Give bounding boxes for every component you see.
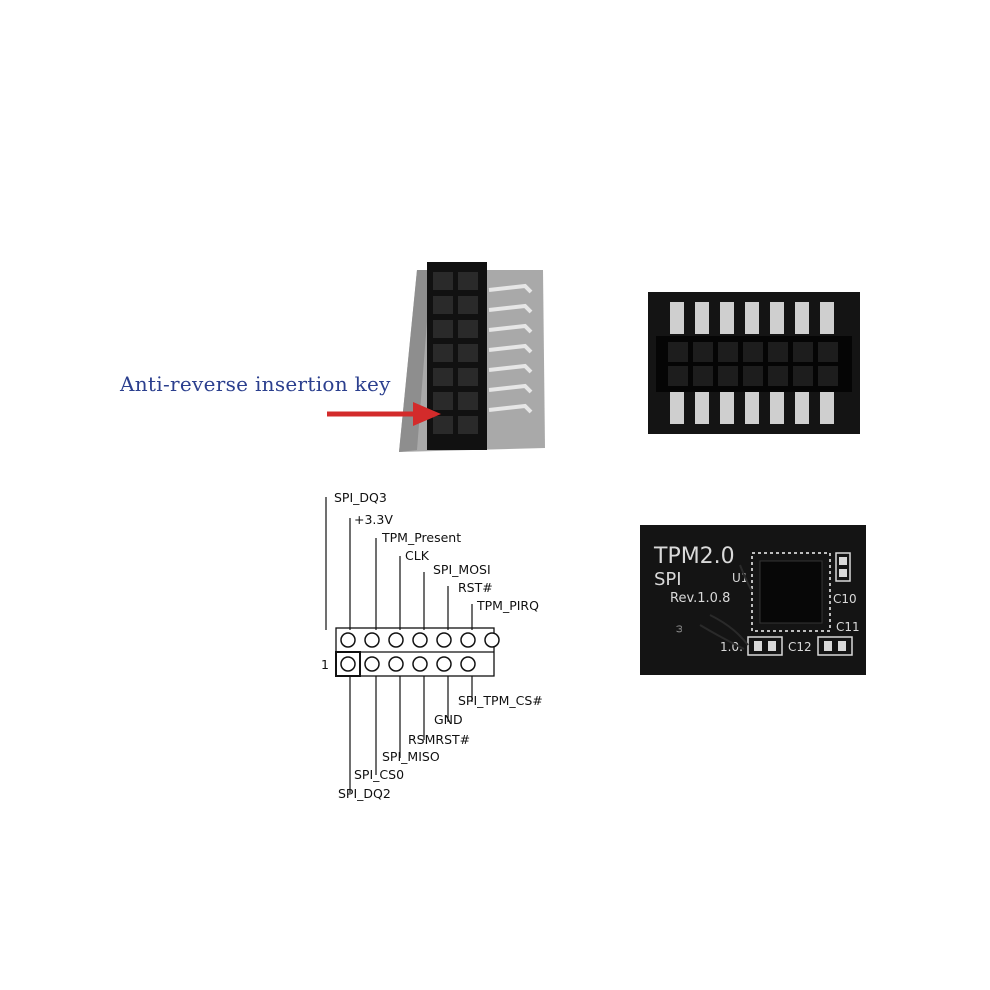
- pcb-footer-text: 1.0.: [720, 640, 743, 654]
- pin-label-bottom-6: SPI_TPM_CS#: [458, 693, 543, 708]
- pin-label-top-6: RST#: [458, 580, 493, 595]
- pinout-diagram: [325, 497, 500, 793]
- connector-angled-photo: [399, 262, 545, 452]
- pcb-revision: Rev.1.0.8: [670, 591, 730, 606]
- pcb-component-c11: C11: [836, 620, 860, 634]
- pin-label-top-7: TPM_PIRQ: [477, 598, 539, 613]
- connector-top-view-photo: [648, 292, 860, 434]
- red-arrow-icon: [327, 402, 441, 426]
- pcb-subtitle: SPI: [654, 569, 682, 590]
- pin-label-top-4: CLK: [405, 548, 429, 563]
- pin-label-top-1: SPI_DQ3: [334, 490, 387, 505]
- pin-label-bottom-5: GND: [434, 712, 463, 727]
- tpm-pcb-board-photo: TPM2.0 SPI Rev.1.0.8 U1 C10 C11 C12 1.0.…: [640, 525, 866, 675]
- pin-label-top-5: SPI_MOSI: [433, 562, 491, 577]
- pin-label-bottom-2: SPI_CS0: [354, 767, 405, 782]
- pin-label-top-2: +3.3V: [354, 512, 393, 527]
- pcb-component-c10: C10: [833, 592, 857, 606]
- pin-label-bottom-1: SPI_DQ2: [338, 786, 391, 801]
- pin1-marker: 1: [321, 657, 329, 672]
- pcb-component-c12: C12: [788, 640, 812, 654]
- pin-label-bottom-4: RSMRST#: [408, 732, 471, 747]
- insertion-key-callout-text: Anti-reverse insertion key: [120, 372, 391, 396]
- pin-label-top-3: TPM_Present: [382, 530, 462, 545]
- pcb-title: TPM2.0: [653, 544, 735, 569]
- pin-label-bottom-3: SPI_MISO: [382, 749, 440, 764]
- svg-text:ω: ω: [674, 625, 685, 633]
